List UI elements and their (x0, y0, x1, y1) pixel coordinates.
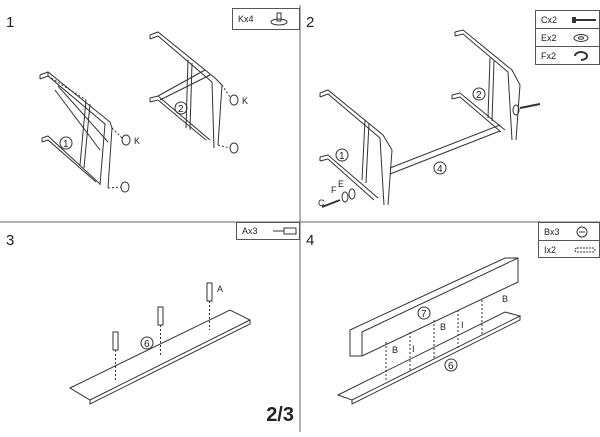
part-code: Ix2 (544, 244, 557, 255)
step2-callout-2: 2 (476, 90, 482, 101)
step3-illustration (68, 282, 252, 405)
step-4-parts-box: Bx3 Ix2 (538, 222, 600, 258)
part-row-k: Kx4 (233, 9, 299, 29)
cam-bolt-icon (273, 227, 297, 235)
step3-callout-6: 6 (144, 339, 150, 350)
step1-illustration (39, 31, 239, 193)
dowel-icon (574, 247, 596, 252)
step-4-number: 4 (306, 232, 315, 249)
step4-label-b-1: B (392, 345, 398, 355)
part-row-f: Fx2 (536, 47, 599, 65)
step-3-panel: 3 Ax3 2/3 (0, 222, 300, 437)
part-code: Ax3 (242, 226, 258, 236)
part-code: Fx2 (541, 51, 557, 61)
step1-callout-1: 1 (63, 139, 69, 150)
step-3-number: 3 (6, 232, 15, 249)
page-indicator: 2/3 (266, 404, 294, 426)
step4-callout-7: 7 (421, 309, 427, 320)
step2-label-c: C (318, 198, 325, 208)
step-1-number: 1 (6, 14, 15, 31)
step-3-parts-box: Ax3 (236, 222, 300, 240)
foot-cap-icon (270, 12, 288, 26)
bolt-icon (572, 16, 596, 23)
spring-washer-icon (574, 51, 588, 61)
step2-illustration (319, 29, 541, 208)
step4-label-i-1: I (412, 344, 415, 354)
step-2-parts-box: Cx2 Ex2 Fx2 (535, 10, 600, 65)
step4-label-b-3: B (502, 294, 508, 304)
cam-lock-icon (576, 226, 588, 237)
step4-label-i-2: I (461, 320, 464, 330)
step3-label-a: A (217, 284, 223, 294)
step1-label-k-right: K (242, 96, 248, 106)
part-code: Ex2 (541, 32, 557, 43)
step-4-panel: 4 Bx3 Ix2 (300, 222, 600, 437)
step2-label-f: F (331, 185, 337, 195)
step-2-number: 2 (306, 14, 315, 31)
step4-label-b-2: B (440, 322, 446, 332)
part-row-b: Bx3 (539, 223, 599, 241)
part-row-e: Ex2 (536, 29, 599, 47)
part-code: Cx2 (541, 14, 558, 25)
step2-callout-4: 4 (437, 164, 443, 175)
part-row-a: Ax3 (237, 223, 299, 239)
step4-illustration (336, 257, 522, 405)
washer-icon (573, 33, 589, 42)
part-row-i: Ix2 (539, 241, 599, 258)
part-code: Bx3 (544, 226, 560, 237)
step2-label-e: E (338, 179, 344, 189)
step1-callout-2: 2 (178, 104, 184, 115)
part-code: Kx4 (238, 14, 254, 24)
step1-label-k-left: K (134, 136, 140, 146)
step2-callout-1: 1 (339, 151, 345, 162)
step-1-parts-box: Kx4 (232, 8, 300, 30)
part-row-c: Cx2 (536, 11, 599, 29)
step-1-panel: 1 Kx4 (0, 0, 300, 222)
step4-callout-6: 6 (448, 361, 454, 372)
step-2-panel: 2 Cx2 Ex2 Fx2 (300, 0, 600, 222)
